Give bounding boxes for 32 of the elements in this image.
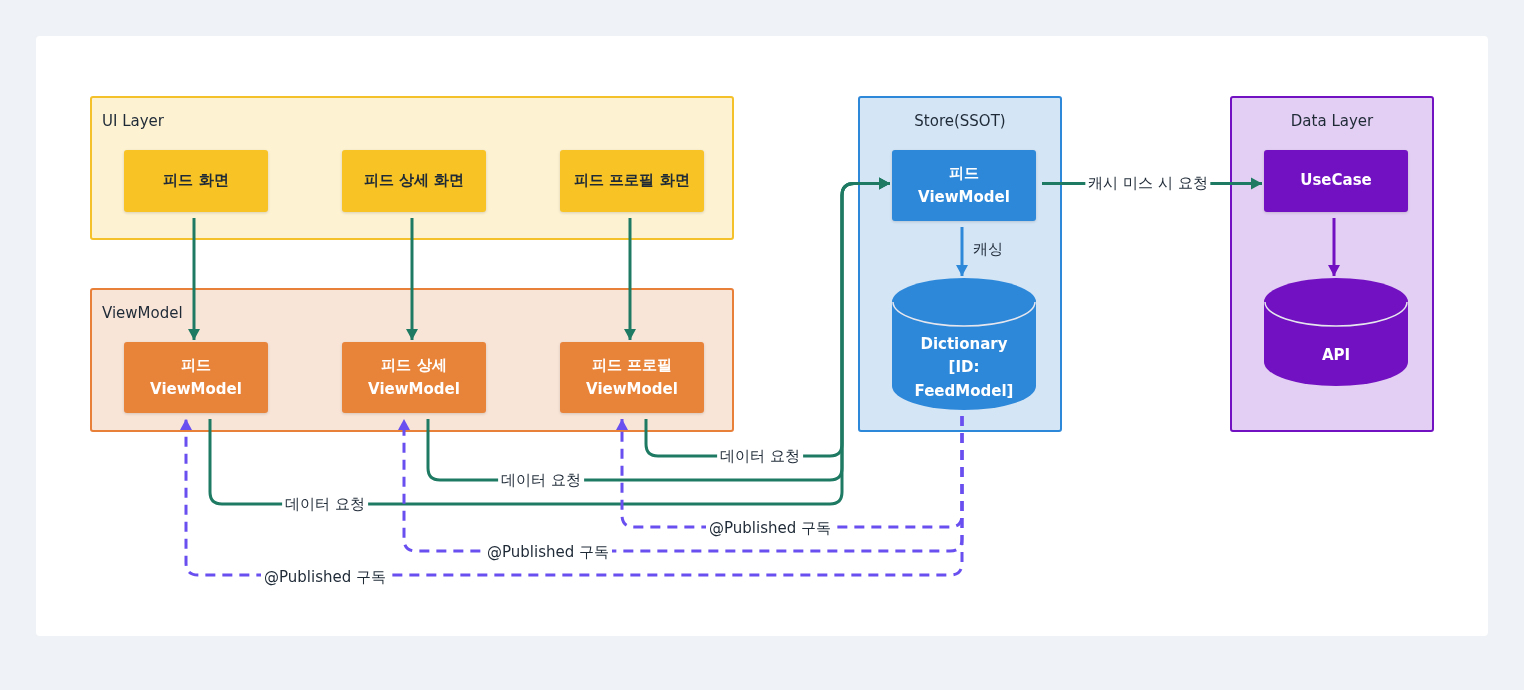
arrow xyxy=(1328,218,1340,276)
process-box: 피드 상세 화면 xyxy=(342,150,486,212)
database-cylinder: API xyxy=(1264,278,1408,386)
panel-title: Data Layer xyxy=(1290,112,1374,130)
panel-title: Store(SSOT) xyxy=(914,112,1006,130)
edge-label: 데이터 요청 xyxy=(717,446,803,466)
process-box: 피드 ViewModel xyxy=(124,342,268,413)
edge-label: @Published 구독 xyxy=(706,518,834,538)
panel-title: UI Layer xyxy=(102,112,164,130)
database-cylinder: Dictionary [ID: FeedModel] xyxy=(892,278,1036,410)
edge-label: @Published 구독 xyxy=(484,542,612,562)
arrow xyxy=(624,218,636,340)
arrow xyxy=(644,177,890,458)
edge-label: @Published 구독 xyxy=(261,567,389,587)
process-box: 피드 화면 xyxy=(124,150,268,212)
layer-panel xyxy=(858,96,1062,432)
process-box: 피드 프로필 화면 xyxy=(560,150,704,212)
process-box: 피드 프로필 ViewModel xyxy=(560,342,704,413)
layer-panel xyxy=(90,288,734,432)
dashed-arrow xyxy=(616,416,964,529)
panel-title: ViewModel xyxy=(102,304,183,322)
edge-label: 캐시 미스 시 요청 xyxy=(1085,173,1211,193)
process-box: 피드 ViewModel xyxy=(892,150,1036,221)
arrow xyxy=(406,218,418,340)
arrow xyxy=(188,218,200,340)
arrow xyxy=(956,227,968,276)
layer-panel xyxy=(1230,96,1434,432)
process-box: UseCase xyxy=(1264,150,1408,212)
edge-label: 데이터 요청 xyxy=(282,494,368,514)
layer-panel xyxy=(90,96,734,240)
process-box: 피드 상세 ViewModel xyxy=(342,342,486,413)
edge-label: 데이터 요청 xyxy=(498,470,584,490)
